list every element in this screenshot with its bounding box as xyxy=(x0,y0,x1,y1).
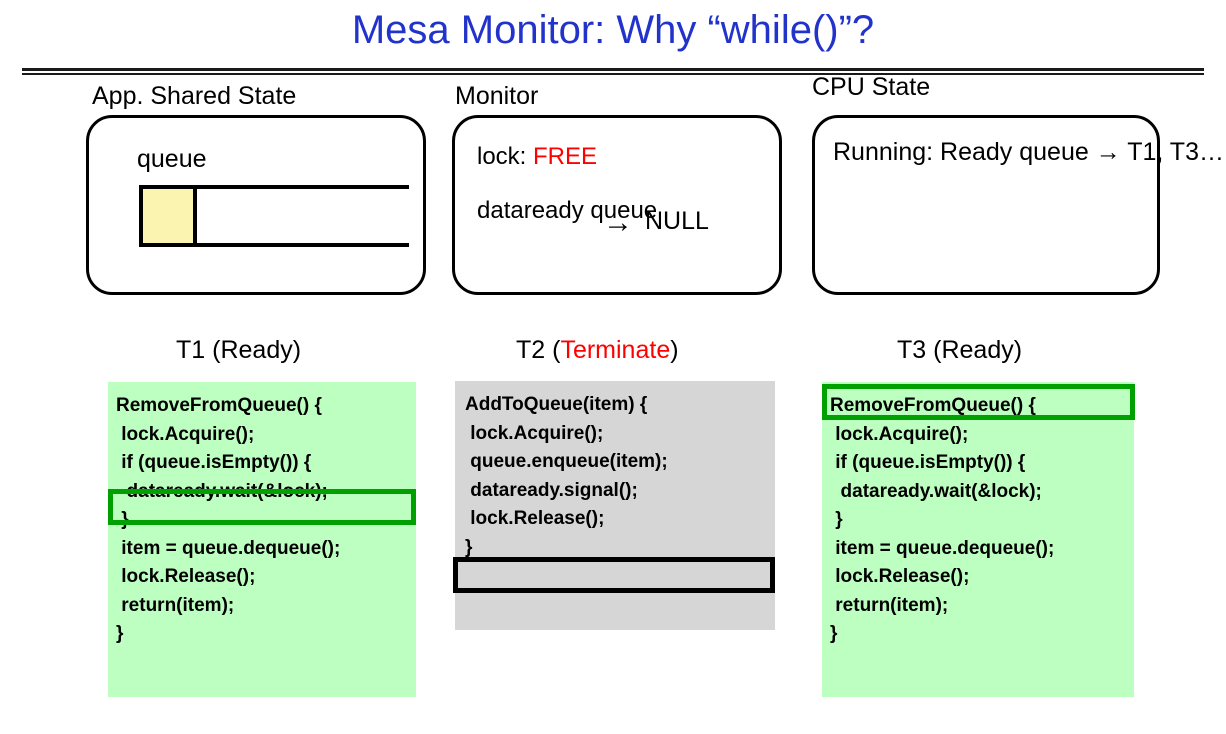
monitor-lock-row: lock: FREE xyxy=(477,143,597,171)
thread-heading-t2-prefix: T2 ( xyxy=(516,336,561,364)
heading-monitor: Monitor xyxy=(455,82,539,110)
queue-rail-bottom xyxy=(139,243,409,247)
thread-heading-t2-suffix: ) xyxy=(670,336,679,364)
thread-heading-t1-prefix: T1 ( xyxy=(176,336,221,364)
highlight-t1-wait-line xyxy=(108,489,416,525)
thread-heading-t2: T2 (Terminate) xyxy=(516,336,679,365)
thread-heading-t2-status: Terminate xyxy=(560,336,671,364)
arrow-right-icon: → xyxy=(603,206,633,239)
monitor-lock-label: lock: xyxy=(477,143,534,170)
divider-line-bottom xyxy=(22,73,1204,75)
divider-line-top xyxy=(22,68,1204,71)
thread-heading-t1-suffix: ) xyxy=(292,336,302,364)
monitor-box: lock: FREE dataready queue → NULL xyxy=(452,115,782,295)
thread-heading-t3-status: Ready xyxy=(941,336,1014,364)
heading-app-shared-state: App. Shared State xyxy=(92,82,297,110)
monitor-dataready-label: dataready queue xyxy=(477,197,658,224)
title-divider xyxy=(22,68,1204,75)
app-shared-state-box: queue xyxy=(86,115,426,295)
thread-heading-t1-status: Ready xyxy=(220,336,293,364)
page-title: Mesa Monitor: Why “while()”? xyxy=(351,8,875,52)
highlight-t3-function-header xyxy=(822,384,1135,420)
code-block-t3: RemoveFromQueue() { lock.Acquire(); if (… xyxy=(822,382,1134,697)
heading-cpu-state: CPU State xyxy=(812,73,931,101)
cpu-state-text: Running: Ready queue → T1, T3 xyxy=(833,138,1199,166)
cpu-state-lines: Running: Ready queue → T1, T3… xyxy=(833,135,1226,170)
queue-rail-top xyxy=(139,185,409,189)
monitor-lock-status: FREE xyxy=(533,143,598,170)
highlight-t2-closing-brace xyxy=(453,557,775,593)
queue-diagram xyxy=(139,185,409,247)
thread-heading-t3: T3 (Ready) xyxy=(897,336,1022,365)
thread-heading-t1: T1 (Ready) xyxy=(176,336,301,365)
queue-filled-cell xyxy=(139,185,197,247)
cpu-state-ellipsis: … xyxy=(1198,138,1226,166)
cpu-state-box: Running: Ready queue → T1, T3… xyxy=(812,115,1224,295)
code-block-t1: RemoveFromQueue() { lock.Acquire(); if (… xyxy=(108,382,416,697)
thread-heading-t3-suffix: ) xyxy=(1013,336,1023,364)
queue-label: queue xyxy=(137,145,207,173)
thread-heading-t3-prefix: T3 ( xyxy=(897,336,942,364)
monitor-dataready-target: NULL xyxy=(645,207,709,235)
